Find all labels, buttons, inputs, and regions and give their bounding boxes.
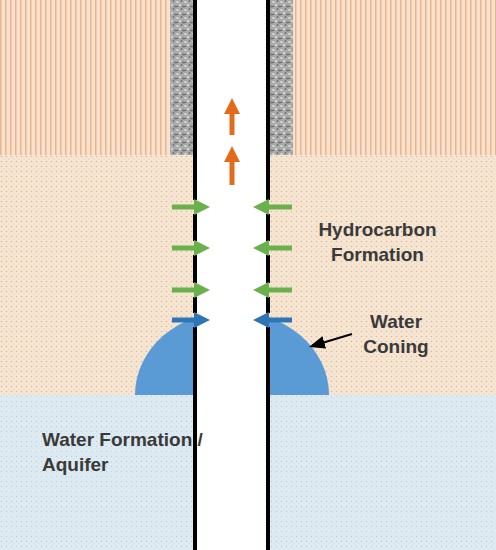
formation-label: Hydrocarbon Formation (305, 218, 450, 267)
callout-label: Water Coning (356, 310, 436, 359)
formation-label: Water Formation / Aquifer (42, 428, 217, 477)
